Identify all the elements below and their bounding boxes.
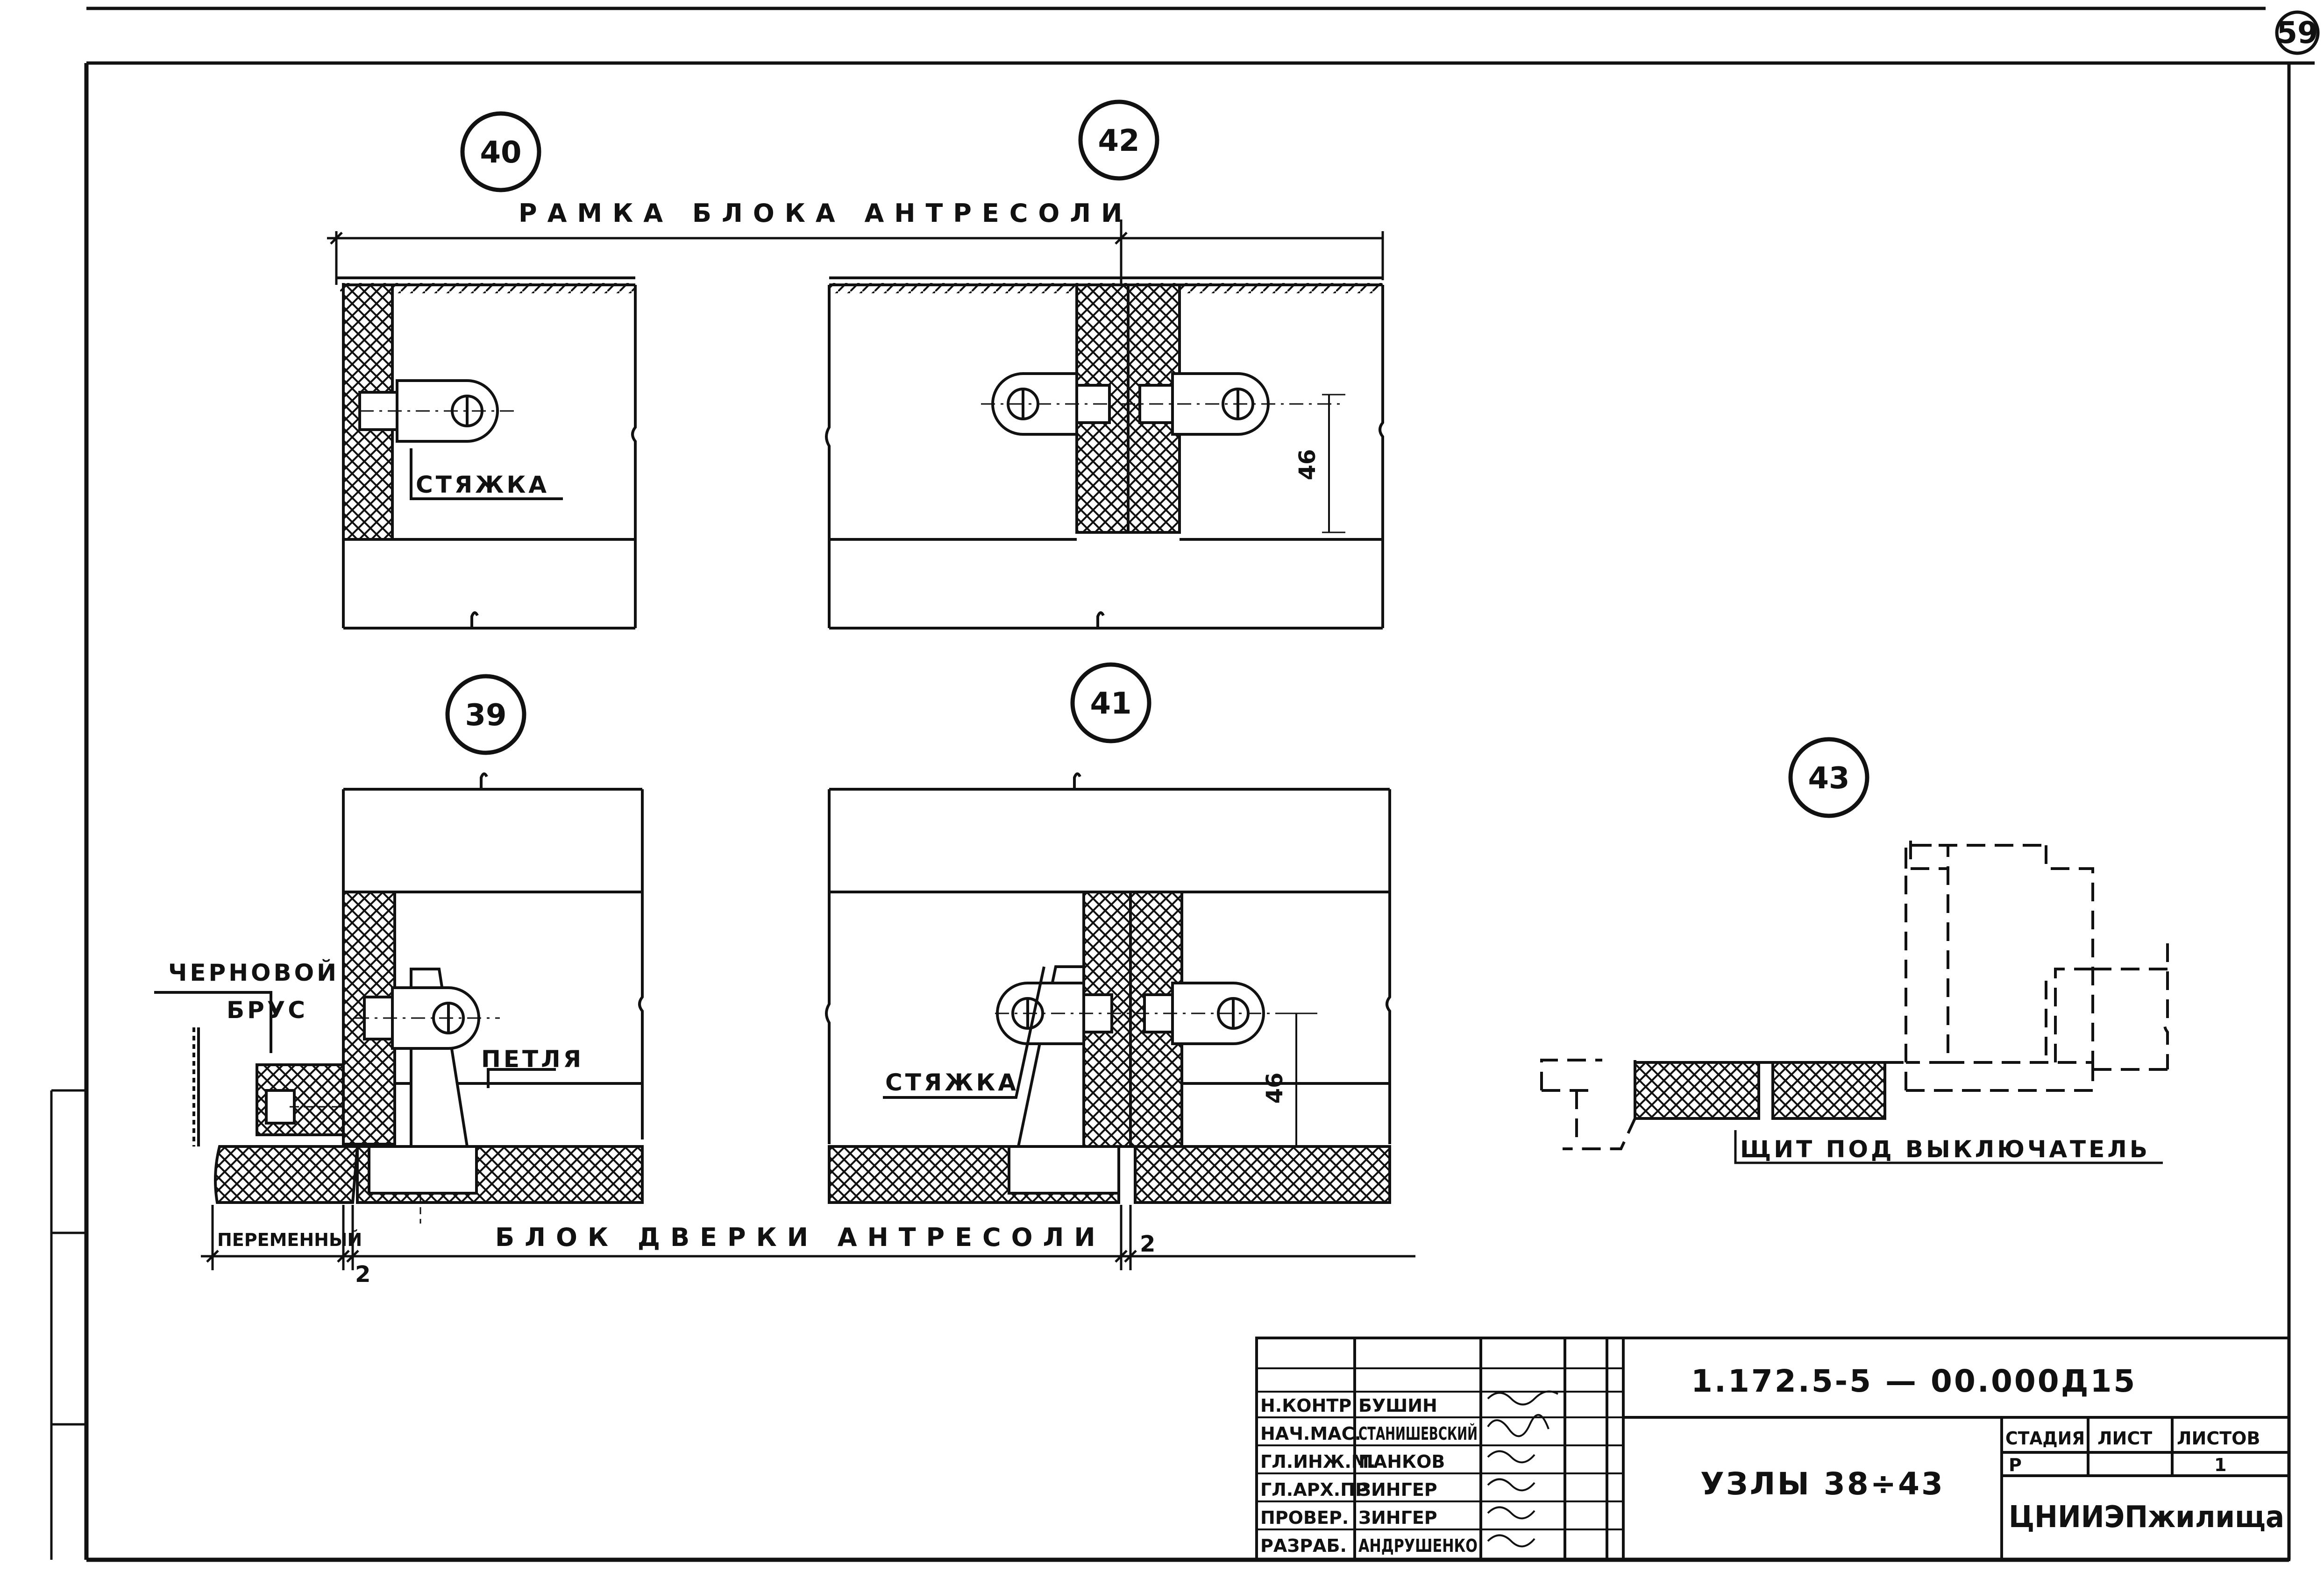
frame-title-dimension bbox=[327, 219, 1384, 285]
name-4: ЗИНГЕР bbox=[1358, 1479, 1437, 1500]
dim-42: 46 bbox=[1294, 449, 1321, 481]
role-4: ГЛ.АРХ.ПР bbox=[1260, 1479, 1368, 1500]
sheets-value: 1 bbox=[2214, 1455, 2226, 1475]
door-title: БЛОК ДВЕРКИ АНТРЕСОЛИ bbox=[495, 1223, 1106, 1252]
name-1: БУШИН bbox=[1358, 1395, 1437, 1416]
beam-label: БРУС bbox=[227, 997, 308, 1024]
stage-header: СТАДИЯ bbox=[2005, 1428, 2085, 1449]
node-39-detail bbox=[154, 772, 644, 1224]
rough-label: ЧЕРНОВОЙ bbox=[168, 959, 339, 986]
frame-title: РАМКА БЛОКА АНТРЕСОЛИ bbox=[519, 198, 1132, 228]
node-43-marker: 43 bbox=[1788, 737, 1869, 818]
door-title-dimension bbox=[201, 1205, 1415, 1270]
title-block bbox=[1255, 1337, 2290, 1561]
node-42-label: 42 bbox=[1098, 124, 1139, 158]
node-43-detail bbox=[1540, 841, 2169, 1164]
switch-panel-label: ЩИТ ПОД ВЫКЛЮЧАТЕЛЬ bbox=[1740, 1136, 2150, 1163]
variable-label: ПЕРЕМЕННЫЙ bbox=[217, 1230, 362, 1250]
tie-label-41: СТЯЖКА bbox=[885, 1069, 1019, 1096]
role-6: РАЗРАБ. bbox=[1260, 1535, 1347, 1556]
dim-41: 46 bbox=[1262, 1073, 1288, 1104]
role-5: ПРОВЕР. bbox=[1260, 1507, 1349, 1528]
name-2: СТАНИШЕВСКИЙ bbox=[1358, 1423, 1478, 1444]
gap-41: 2 bbox=[1140, 1231, 1155, 1257]
node-41-marker: 41 bbox=[1070, 662, 1151, 743]
document-code: 1.172.5-5 — 00.000Д15 bbox=[1691, 1363, 2137, 1399]
hinge-label: ПЕТЛЯ bbox=[481, 1046, 584, 1073]
drawing-title: УЗЛЫ 38÷43 bbox=[1700, 1466, 1945, 1502]
role-1: Н.КОНТР bbox=[1260, 1395, 1351, 1416]
name-3: ПАНКОВ bbox=[1358, 1451, 1445, 1472]
name-5: ЗИНГЕР bbox=[1358, 1507, 1437, 1528]
sheet-number: 59 bbox=[2276, 16, 2318, 50]
node-41-detail bbox=[825, 772, 1391, 1204]
node-42-marker: 42 bbox=[1078, 99, 1159, 181]
sheet-header: ЛИСТ bbox=[2097, 1428, 2152, 1449]
node-42-detail bbox=[825, 276, 1384, 630]
gap-39: 2 bbox=[355, 1261, 370, 1288]
role-3: ГЛ.ИНЖ.М. bbox=[1260, 1451, 1376, 1472]
node-41-label: 41 bbox=[1090, 686, 1131, 721]
role-2: НАЧ.МАС. bbox=[1260, 1423, 1361, 1444]
node-40-label: 40 bbox=[480, 135, 521, 170]
sheets-header: ЛИСТОВ bbox=[2177, 1428, 2260, 1449]
node-40-detail bbox=[336, 276, 637, 630]
node-43-label: 43 bbox=[1808, 761, 1849, 796]
node-39-label: 39 bbox=[465, 698, 506, 733]
sheet-frame bbox=[50, 7, 2315, 1562]
sheet-number-badge: 59 bbox=[2275, 10, 2320, 55]
signatures bbox=[1487, 1390, 1559, 1548]
tie-label-40: СТЯЖКА bbox=[416, 471, 549, 498]
node-39-marker: 39 bbox=[445, 674, 526, 755]
node-40-marker: 40 bbox=[460, 111, 541, 192]
stage-value: Р bbox=[2009, 1455, 2022, 1475]
name-6: АНДРУШЕНКО bbox=[1358, 1535, 1478, 1556]
organization: ЦНИИЭПжилища bbox=[2009, 1500, 2284, 1535]
